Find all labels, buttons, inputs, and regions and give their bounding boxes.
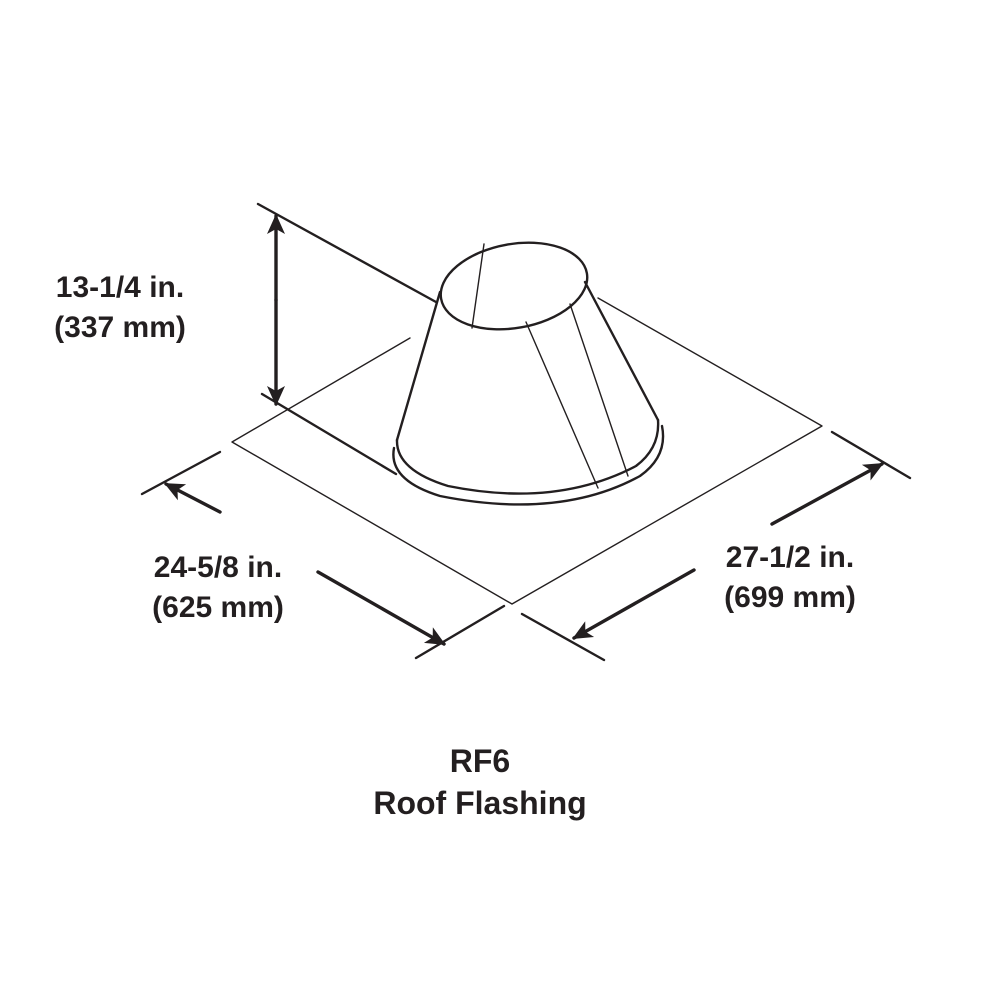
height-metric: (337 mm) [54, 311, 186, 344]
length-imperial: 27-1/2 in. [725, 541, 855, 574]
length-metric: (699 mm) [724, 581, 856, 614]
height-label: 13-1/4 in. (337 mm) [20, 268, 220, 348]
length-dimension [520, 430, 912, 662]
length-label: 27-1/2 in. (699 mm) [690, 538, 890, 618]
part-model: RF6 [449, 743, 511, 779]
width-dimension [140, 450, 506, 660]
base-plate [231, 297, 823, 605]
part-caption: RF6 Roof Flashing [280, 740, 680, 824]
part-name: Roof Flashing [373, 785, 587, 821]
width-label: 24-5/8 in. (625 mm) [118, 548, 318, 628]
height-imperial: 13-1/4 in. [55, 271, 185, 304]
cone-collar [392, 241, 665, 506]
width-imperial: 24-5/8 in. [153, 551, 283, 584]
width-metric: (625 mm) [152, 591, 284, 624]
height-dimension [256, 202, 438, 476]
